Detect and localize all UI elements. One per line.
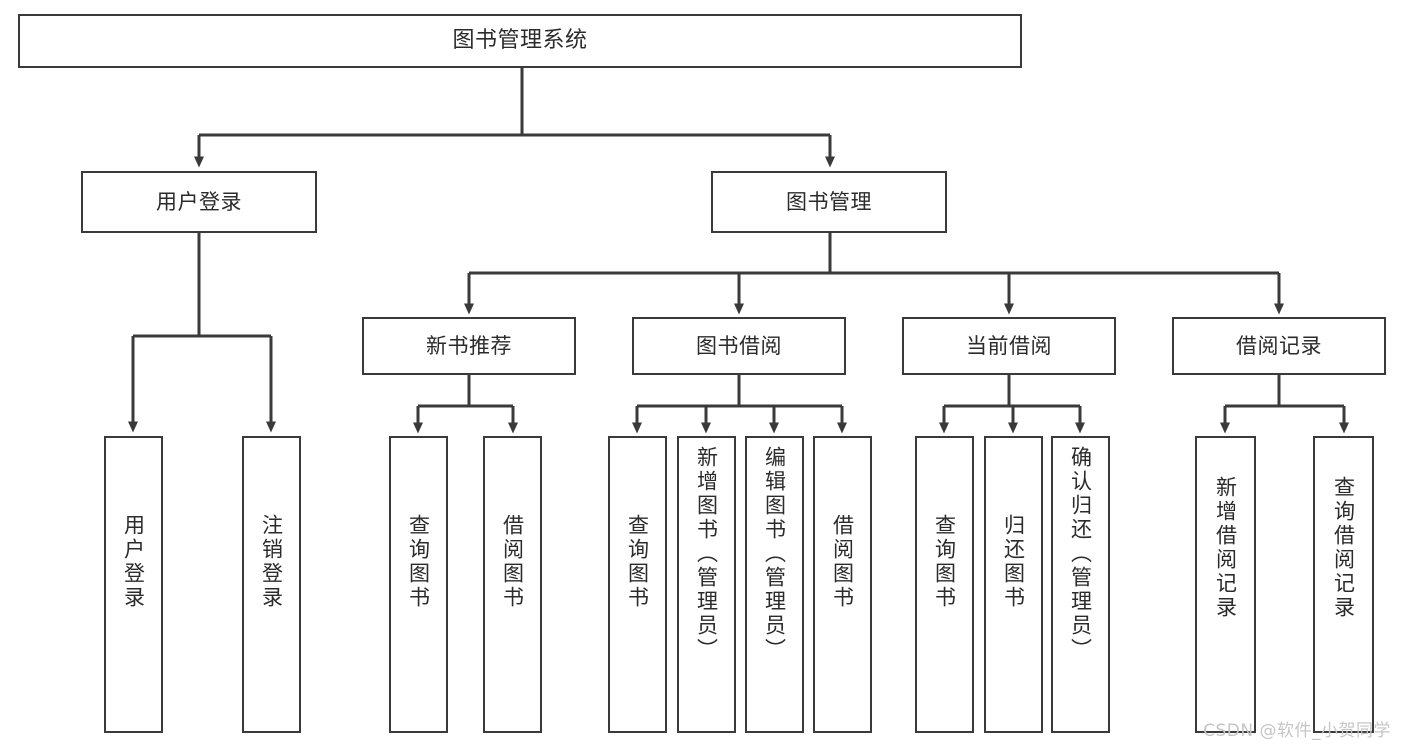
node-leaf-borrow-book-recommend[interactable]: 借阅图书	[483, 436, 542, 733]
node-label: 图书管理系统	[452, 28, 588, 54]
node-leaf-query-book-current[interactable]: 查询图书	[915, 436, 974, 733]
node-leaf-query-book-borrow[interactable]: 查询图书	[608, 436, 667, 733]
node-leaf-confirm-return-admin[interactable]: 确认归还（管理员）	[1051, 436, 1110, 733]
node-label: 归还图书	[1001, 514, 1026, 610]
node-label: 确认归还（管理员）	[1068, 446, 1093, 662]
node-label: 注销登录	[259, 514, 284, 610]
node-root-system[interactable]: 图书管理系统	[18, 14, 1022, 68]
node-book-management[interactable]: 图书管理	[711, 171, 947, 233]
node-label: 新书推荐	[426, 333, 512, 358]
node-label: 编辑图书（管理员）	[762, 446, 787, 662]
node-book-borrow[interactable]: 图书借阅	[632, 317, 846, 375]
node-label: 图书借阅	[696, 333, 782, 358]
node-leaf-user-login[interactable]: 用户登录	[104, 436, 163, 733]
node-label: 查询图书	[932, 514, 957, 610]
node-leaf-borrow-book-borrow[interactable]: 借阅图书	[813, 436, 872, 733]
node-label: 新增借阅记录	[1213, 476, 1238, 620]
watermark: CSDN @软件_小贺同学	[1203, 721, 1391, 741]
node-user-login[interactable]: 用户登录	[81, 171, 317, 233]
node-leaf-query-book-recommend[interactable]: 查询图书	[389, 436, 448, 733]
node-leaf-add-borrow-record[interactable]: 新增借阅记录	[1195, 436, 1256, 733]
node-label: 当前借阅	[966, 333, 1052, 358]
node-borrow-record[interactable]: 借阅记录	[1172, 317, 1386, 375]
node-leaf-add-book-admin[interactable]: 新增图书（管理员）	[677, 436, 736, 733]
node-current-borrow[interactable]: 当前借阅	[902, 317, 1116, 375]
node-label: 借阅记录	[1236, 333, 1322, 358]
node-label: 图书管理	[786, 189, 872, 214]
node-label: 查询图书	[625, 514, 650, 610]
node-label: 查询借阅记录	[1331, 476, 1356, 620]
node-leaf-query-borrow-record[interactable]: 查询借阅记录	[1313, 436, 1374, 733]
node-leaf-edit-book-admin[interactable]: 编辑图书（管理员）	[745, 436, 804, 733]
node-label: 查询图书	[406, 514, 431, 610]
node-new-book-recommend[interactable]: 新书推荐	[362, 317, 576, 375]
node-label: 用户登录	[156, 189, 242, 214]
node-label: 新增图书（管理员）	[694, 446, 719, 662]
node-label: 借阅图书	[500, 514, 525, 610]
node-label: 用户登录	[121, 514, 146, 610]
node-label: 借阅图书	[830, 514, 855, 610]
node-leaf-logout[interactable]: 注销登录	[242, 436, 301, 733]
node-leaf-return-book[interactable]: 归还图书	[984, 436, 1043, 733]
